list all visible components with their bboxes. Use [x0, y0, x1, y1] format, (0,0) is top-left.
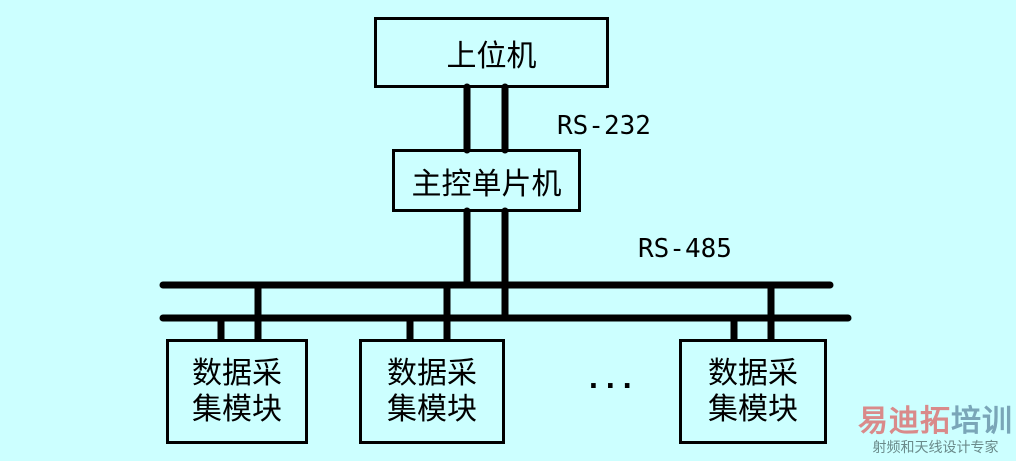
watermark-logo: 易迪拓培训 射频和天线设计专家: [858, 405, 1013, 457]
module-label-line2: 集模块: [387, 391, 477, 427]
module-label-line1: 数据采: [192, 355, 282, 391]
ellipsis: ...: [585, 362, 636, 395]
watermark-tagline: 射频和天线设计专家: [872, 440, 999, 456]
host-computer-label: 上位机: [446, 38, 537, 74]
module-label-line1: 数据采: [387, 355, 477, 391]
data-module-box: 数据采 集模块: [166, 339, 308, 444]
data-module-box: 数据采 集模块: [359, 339, 505, 444]
data-module-box: 数据采 集模块: [679, 339, 827, 444]
master-mcu-box: 主控单片机: [392, 149, 581, 212]
host-computer-box: 上位机: [374, 17, 609, 88]
master-mcu-label: 主控单片机: [411, 166, 562, 202]
module-label-line2: 集模块: [192, 391, 282, 427]
rs232-label: RS-232: [557, 111, 651, 141]
module-label-line1: 数据采: [708, 355, 798, 391]
watermark-part1: 易迪拓: [858, 404, 951, 439]
module-label-line2: 集模块: [708, 391, 798, 427]
rs485-label: RS-485: [638, 234, 732, 264]
watermark-part2: 培训: [951, 404, 1013, 439]
